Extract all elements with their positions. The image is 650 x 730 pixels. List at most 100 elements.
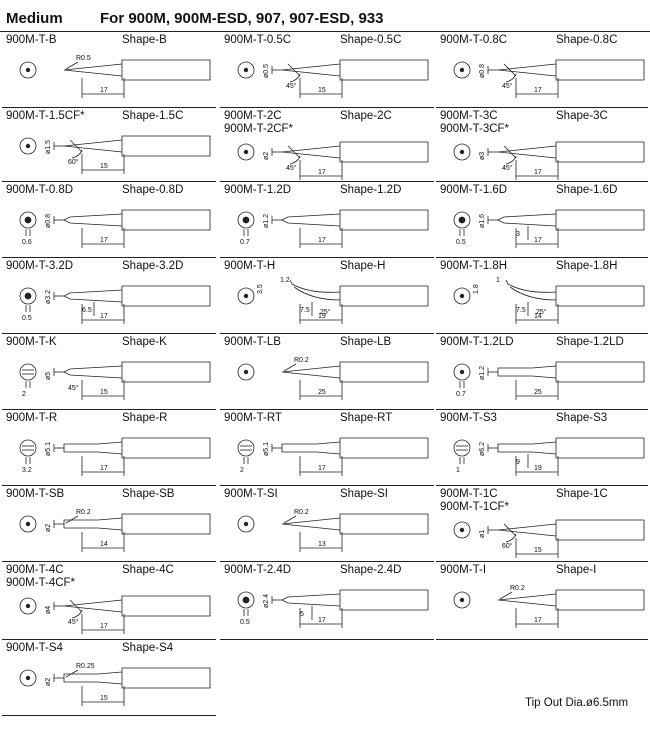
tip-body — [555, 141, 645, 163]
tip-diagram — [453, 59, 645, 98]
radius-leader — [65, 669, 79, 678]
tip-drawing: ø0.545°15 — [237, 59, 429, 98]
tip-model: 900M-T-1.2D — [224, 184, 292, 196]
tip-shape: Shape-H — [340, 260, 386, 272]
tip-taper — [497, 593, 557, 607]
tip-shape: Shape-R — [122, 412, 168, 424]
tip-body — [339, 361, 429, 383]
compatible-models: For 900M, 900M-ESD, 907, 907-ESD, 933 — [100, 10, 384, 27]
tip-diagram — [237, 141, 429, 180]
length-label: 14 — [100, 541, 108, 548]
front-view-inner — [243, 293, 249, 299]
tip-drawing: 2ø5.117 — [237, 437, 429, 476]
thickness-label: 0.5 — [456, 239, 466, 246]
tip-model: 900M-T-B — [6, 34, 57, 46]
tip-body — [121, 135, 211, 157]
tip-body — [339, 141, 429, 163]
tip-body — [339, 513, 429, 535]
tip-taper — [281, 593, 341, 607]
tip-diagram — [453, 279, 645, 324]
front-view-outer — [19, 439, 37, 457]
tip-model-alt: 900M-T-1CF* — [440, 501, 510, 513]
tip-model: 900M-T-3.2D — [6, 260, 74, 272]
radius-label: R0.5 — [76, 55, 91, 62]
thickness-label: 0.5 — [22, 315, 32, 322]
tip-diagram — [19, 285, 211, 324]
tip-diagram — [19, 513, 211, 552]
angle-arc — [505, 533, 517, 543]
bend-dim-label: 1.8 — [473, 284, 480, 294]
bevel-face — [69, 599, 83, 613]
tip-body — [121, 361, 211, 383]
radius-label: R0.2 — [294, 357, 309, 364]
tip-body — [339, 285, 429, 307]
length-label: 19 — [534, 465, 542, 472]
tip-model: 900M-T-0.8C — [440, 34, 508, 46]
front-view-outer — [453, 61, 471, 79]
tip-drawing: R0.517 — [19, 55, 211, 98]
angle-label: 45° — [502, 82, 513, 90]
tip-taper — [281, 145, 341, 159]
tip-model: 900M-T-LB — [224, 336, 281, 348]
tip-model: 900M-T-S4 — [6, 642, 63, 654]
front-view-outer — [237, 439, 255, 457]
tip-shape: Shape-1.6D — [556, 184, 618, 196]
tip-body — [339, 437, 429, 459]
diameter-label: ø2 — [45, 678, 52, 686]
segment-label: 9 — [516, 459, 520, 466]
tip-diagram — [19, 209, 211, 248]
diameter-label: ø5.1 — [45, 442, 52, 456]
front-view-outer — [19, 669, 37, 687]
radius-label: R0.2 — [294, 509, 309, 516]
diameter-label: ø1 — [479, 530, 486, 538]
front-view-inner — [25, 67, 31, 73]
length-label: 15 — [100, 163, 108, 170]
tip-taper — [505, 279, 557, 293]
front-view-outer — [453, 287, 471, 305]
tip-shape: Shape-I — [556, 564, 597, 576]
diameter-label: ø0.8 — [479, 64, 486, 78]
angle-arc — [71, 149, 83, 159]
radius-label: R0.25 — [76, 663, 95, 670]
segment-label: 7.5 — [516, 307, 526, 314]
angle-label: 45° — [68, 384, 79, 392]
front-view-inner — [25, 603, 31, 609]
front-view-outer — [237, 211, 255, 229]
tip-model: 900M-T-2C — [224, 110, 282, 122]
diameter-label: ø5 — [45, 372, 52, 380]
angle-label: 45° — [68, 618, 79, 626]
tip-shape: Shape-LB — [340, 336, 392, 348]
tip-shape: Shape-SB — [122, 488, 175, 500]
bevel-face — [503, 63, 517, 77]
front-view-inner — [25, 521, 31, 527]
bevel-face — [503, 145, 517, 159]
tip-body — [339, 209, 429, 231]
tip-body — [121, 437, 211, 459]
diameter-label: ø2.4 — [263, 594, 270, 608]
length-label: 17 — [318, 169, 326, 176]
tip-taper — [63, 441, 123, 455]
thickness-label: 0.7 — [240, 239, 250, 246]
tip-model: 900M-T-1.2LD — [440, 336, 514, 348]
length-label: 17 — [318, 237, 326, 244]
front-view-outer — [453, 143, 471, 161]
length-label: 15 — [318, 87, 326, 94]
tip-taper — [497, 63, 557, 77]
tip-taper — [293, 286, 341, 301]
thickness-label: 0.7 — [456, 391, 466, 398]
length-label: 17 — [100, 623, 108, 630]
length-label: 15 — [534, 547, 542, 554]
tip-model: 900M-T-R — [6, 412, 58, 424]
